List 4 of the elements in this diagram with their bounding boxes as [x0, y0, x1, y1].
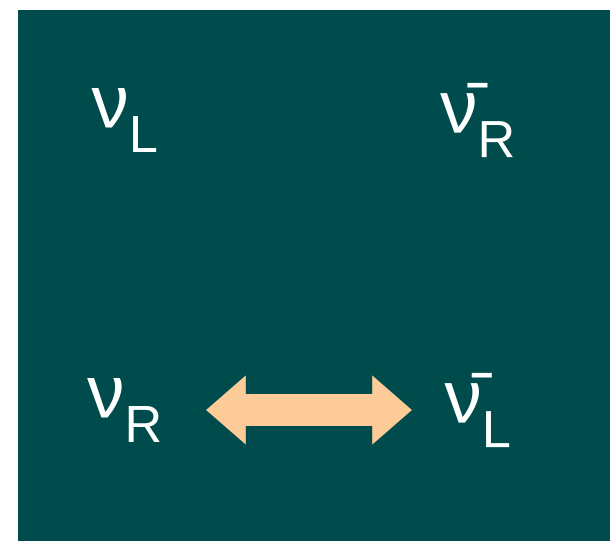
neutrino-symbol: ν̄$_{L}$ — [444, 372, 510, 448]
neutrino-symbol: ν̄$_{R}$ — [440, 82, 513, 158]
neutrino-symbol: ν$_{R}$ — [87, 378, 160, 442]
neutrino-symbol: ν$_{L}$ — [91, 88, 156, 152]
